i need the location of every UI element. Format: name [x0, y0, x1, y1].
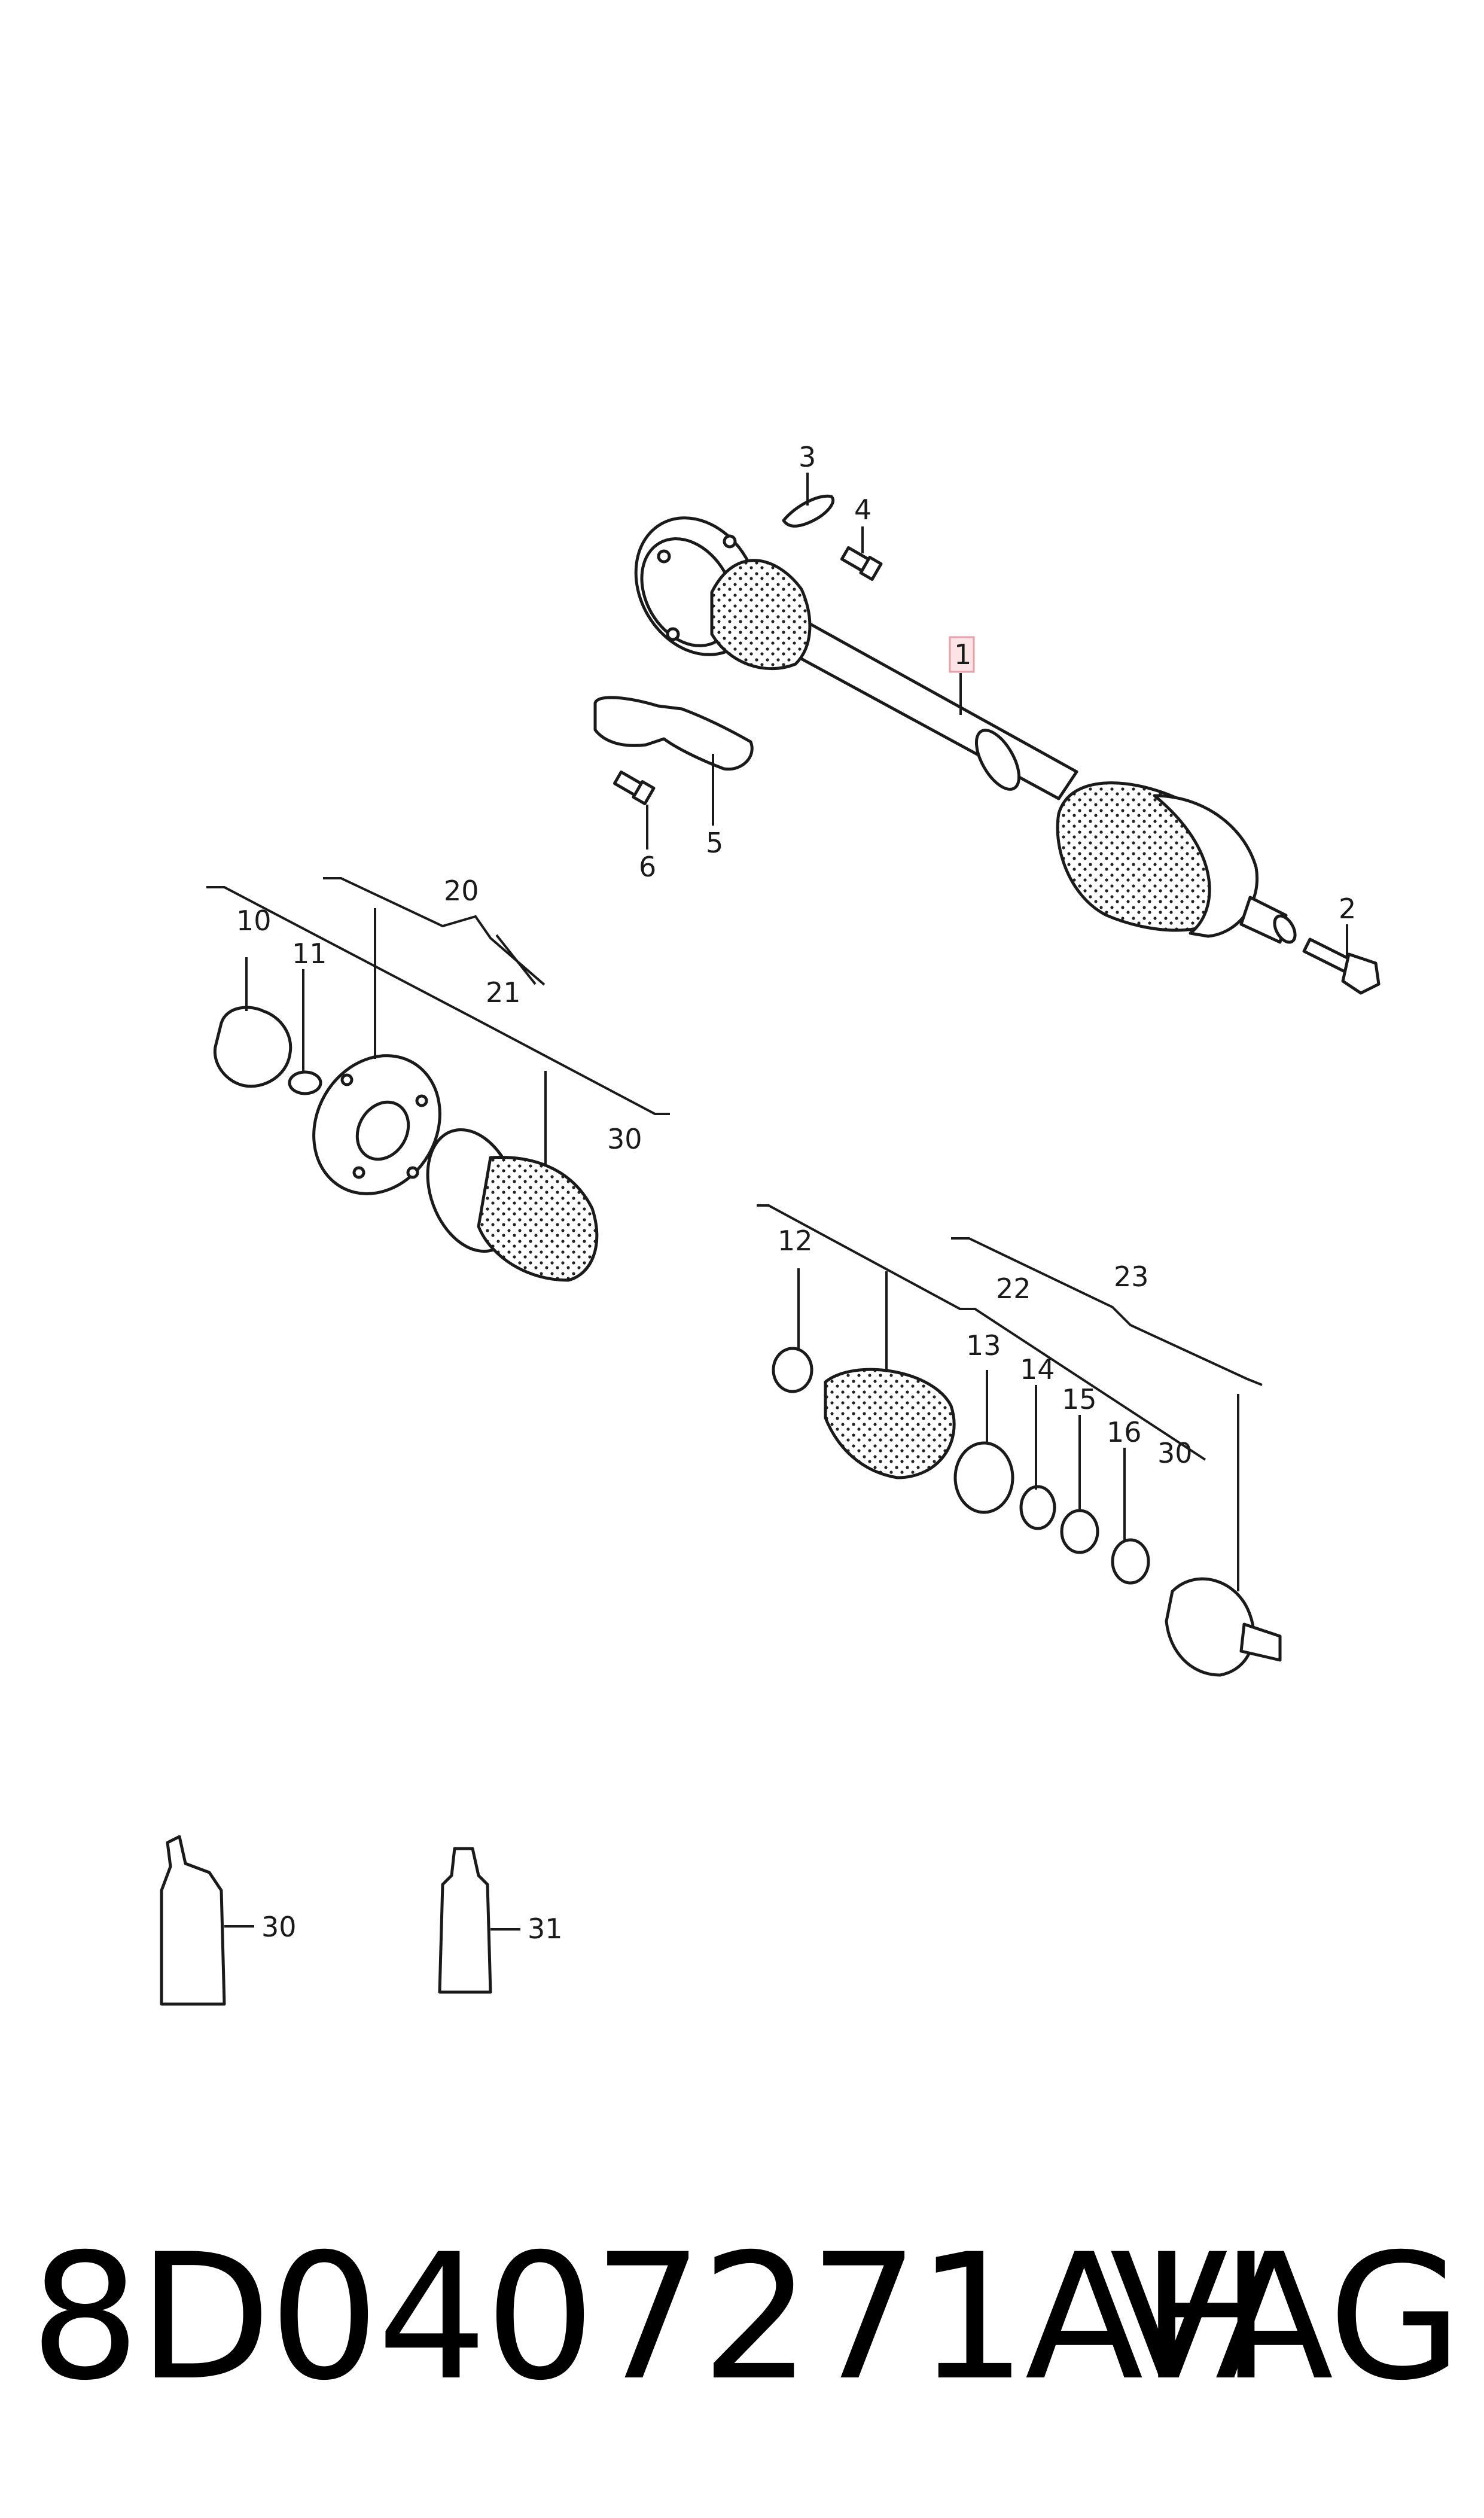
callout-30-c[interactable]: 30 — [261, 1911, 297, 1943]
callout-11[interactable]: 11 — [292, 937, 327, 970]
shaft-tube — [782, 617, 1078, 800]
inner-boot-kit — [477, 1155, 599, 1282]
callout-1[interactable]: 1 — [954, 638, 971, 671]
brand-name: VAG — [1110, 2217, 1462, 2419]
small-bolt-4 — [840, 546, 883, 581]
heat-shield — [593, 696, 754, 771]
callout-10[interactable]: 10 — [236, 905, 272, 937]
callout-22[interactable]: 22 — [996, 1272, 1031, 1305]
shaft-damper-ring — [974, 729, 1021, 791]
drive-shaft-assembly — [634, 516, 1297, 944]
circlip-11 — [288, 1070, 322, 1095]
flange-bolt-2 — [1302, 937, 1381, 995]
callout-20[interactable]: 20 — [444, 875, 479, 907]
callout-31[interactable]: 31 — [528, 1913, 563, 1945]
callout-30-b[interactable]: 30 — [1157, 1437, 1193, 1469]
grease-tube — [160, 1835, 226, 2006]
small-bolt-6 — [613, 770, 656, 805]
callout-13[interactable]: 13 — [966, 1329, 1001, 1362]
sealant-bottle — [438, 1847, 492, 1994]
callout-16[interactable]: 16 — [1107, 1416, 1142, 1448]
thrust-washer-14 — [1019, 1485, 1056, 1530]
outer-joint — [1153, 794, 1258, 938]
circlip-16 — [1111, 1538, 1150, 1585]
part-number: 8D0407271AH — [30, 2217, 1272, 2419]
callout-21[interactable]: 21 — [486, 976, 521, 1009]
inner-boot — [710, 559, 812, 671]
outer-boot-kit — [824, 1368, 956, 1479]
retaining-clip — [782, 494, 835, 528]
callout-4[interactable]: 4 — [854, 494, 871, 526]
outer-cv-joint — [1165, 1577, 1256, 1677]
callout-15[interactable]: 15 — [1062, 1383, 1097, 1415]
flange-gasket — [213, 1006, 292, 1088]
hose-clamp-13 — [953, 1441, 1014, 1514]
callout-2[interactable]: 2 — [1339, 893, 1356, 925]
callout-6[interactable]: 6 — [639, 851, 656, 883]
highlight-box — [949, 636, 975, 673]
inner-cv-joint — [312, 1054, 441, 1195]
callout-23[interactable]: 23 — [1114, 1260, 1149, 1293]
callout-3[interactable]: 3 — [799, 441, 816, 473]
callout-30-a[interactable]: 30 — [607, 1123, 642, 1155]
outer-joint-spline — [1239, 1622, 1282, 1662]
callout-14[interactable]: 14 — [1020, 1353, 1055, 1386]
callout-12[interactable]: 12 — [778, 1225, 813, 1257]
hose-clamp-12 — [772, 1347, 813, 1393]
dished-spring-15 — [1060, 1509, 1099, 1554]
callout-5[interactable]: 5 — [706, 827, 723, 859]
